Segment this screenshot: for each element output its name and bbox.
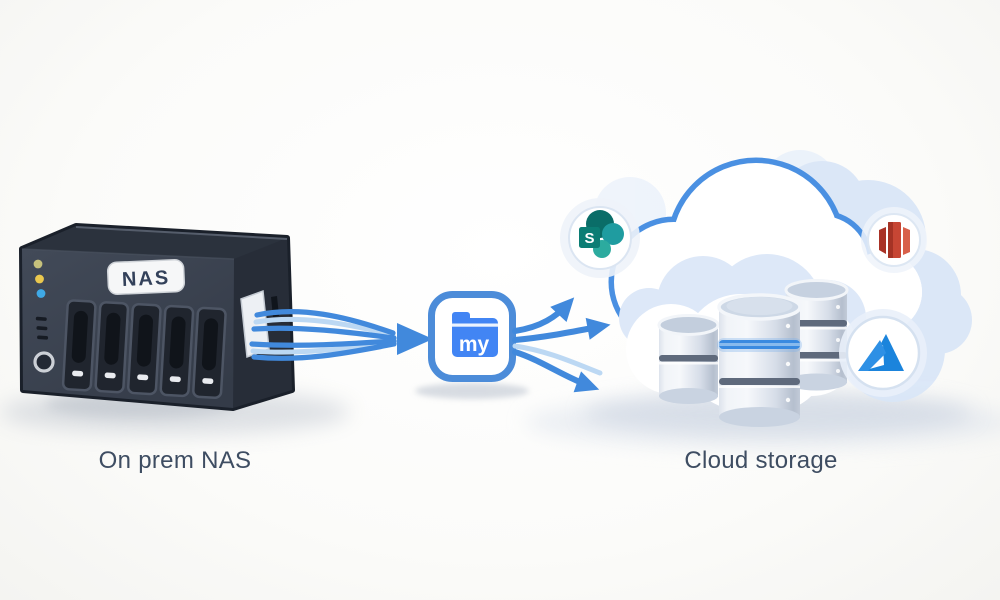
- cable-strand: [251, 341, 397, 361]
- arrow-to-cloud-middle: [512, 317, 611, 343]
- cable-strand: [251, 325, 397, 341]
- drive-bay: [159, 304, 195, 398]
- drive-bay: [192, 306, 227, 399]
- nas-power-button: [33, 351, 55, 373]
- nas-status-leds: [33, 259, 46, 298]
- drive-bay: [94, 301, 130, 394]
- led-2: [35, 274, 44, 284]
- sharepoint-icon: S: [560, 198, 640, 278]
- nas-label-plate: NAS: [106, 258, 186, 296]
- arrow-to-cloud-top: [512, 297, 575, 334]
- nas-label-text: NAS: [122, 267, 171, 291]
- flow-nas-to-tool: [249, 309, 433, 361]
- nas-vent-slots: [35, 316, 49, 340]
- led-3: [36, 289, 46, 298]
- azure-icon: [839, 309, 927, 397]
- arrowhead: [397, 323, 433, 355]
- database-stack-middle: [717, 293, 802, 427]
- sharepoint-letter: S: [584, 230, 594, 247]
- flow-tool-to-cloud: [512, 297, 611, 393]
- migration-tool-icon: my: [428, 291, 516, 382]
- caption-on-prem-nas: On prem NAS: [98, 447, 252, 474]
- nas-drive-bays: [61, 299, 227, 399]
- drive-bay: [126, 302, 162, 396]
- drive-bay: [61, 299, 97, 392]
- amazon-s3-icon: [861, 207, 927, 273]
- database-stack-right: [784, 279, 849, 391]
- database-stacks: [657, 279, 849, 427]
- cable-strand: [249, 338, 397, 348]
- folder-icon: my: [452, 312, 498, 357]
- cable-strand: [254, 309, 396, 336]
- caption-cloud-storage: Cloud storage: [684, 447, 838, 474]
- migration-tool-label: my: [459, 333, 490, 356]
- arrow-to-cloud-bottom: [512, 349, 600, 393]
- database-stack-left: [657, 314, 720, 404]
- led-1: [33, 259, 43, 269]
- nas-device: NAS: [19, 223, 295, 411]
